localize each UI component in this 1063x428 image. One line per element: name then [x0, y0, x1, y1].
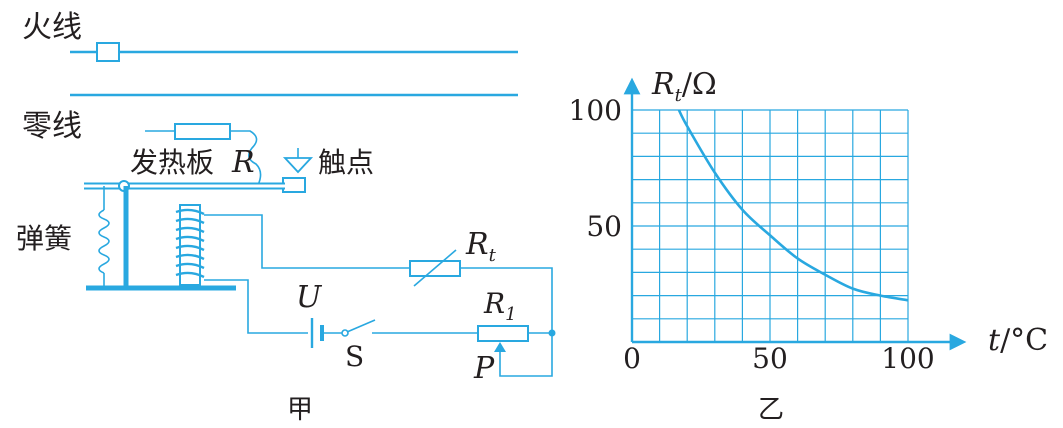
- voltage-symbol: U: [296, 280, 323, 315]
- graph-caption: 乙: [758, 395, 784, 425]
- rheostat-r1: [477, 325, 529, 342]
- switch-label: S: [345, 340, 364, 373]
- thermistor-arrow: [413, 249, 457, 287]
- x-tick-label: 50: [752, 342, 788, 375]
- rheostat-symbol: R1: [483, 287, 517, 325]
- coil-top-wire: [204, 214, 410, 269]
- contact-label: 触点: [318, 146, 374, 179]
- heating-plate-resistor: [174, 123, 231, 140]
- y-tick-label: 100: [569, 94, 622, 127]
- x-tick-label: 100: [881, 342, 934, 375]
- switch-terminal-left: [341, 329, 349, 337]
- fuse: [96, 42, 120, 62]
- thermistor-right-wire: [460, 267, 553, 333]
- coil-bottom-wire: [204, 279, 308, 334]
- live-wire-label: 火线: [22, 10, 82, 45]
- y-axis-label: Rt/Ω: [651, 67, 717, 106]
- circuit-caption: 甲: [287, 395, 313, 425]
- slider-wire: [499, 333, 553, 377]
- circuit-diagram: 火线 零线 发热板 R 触点 弹簧: [16, 10, 556, 425]
- slider-label: P: [473, 351, 495, 386]
- contact-icon: [282, 157, 314, 174]
- slider-arrow-icon: [494, 342, 506, 352]
- rt-curve: [677, 109, 909, 302]
- heater-lead-right: [230, 130, 262, 186]
- contact-block: [282, 177, 306, 193]
- spring-label: 弹簧: [16, 222, 72, 255]
- y-tick-label: 50: [586, 210, 622, 243]
- neutral-wire-label: 零线: [22, 109, 82, 144]
- grid: [632, 109, 909, 342]
- spring-coil: [98, 209, 110, 274]
- thermistor-symbol: Rt: [465, 227, 497, 266]
- x-axis-label: t/°C: [988, 323, 1048, 358]
- heating-plate-label: 发热板: [130, 146, 214, 179]
- resistance-temperature-graph: 0 50 100 100 50 Rt/Ω t/°C 乙: [569, 67, 1049, 425]
- heating-plate-symbol: R: [231, 145, 255, 180]
- electromagnet-coil: [175, 208, 205, 279]
- switch-blade: [346, 319, 376, 333]
- x-tick-label: 0: [623, 342, 641, 375]
